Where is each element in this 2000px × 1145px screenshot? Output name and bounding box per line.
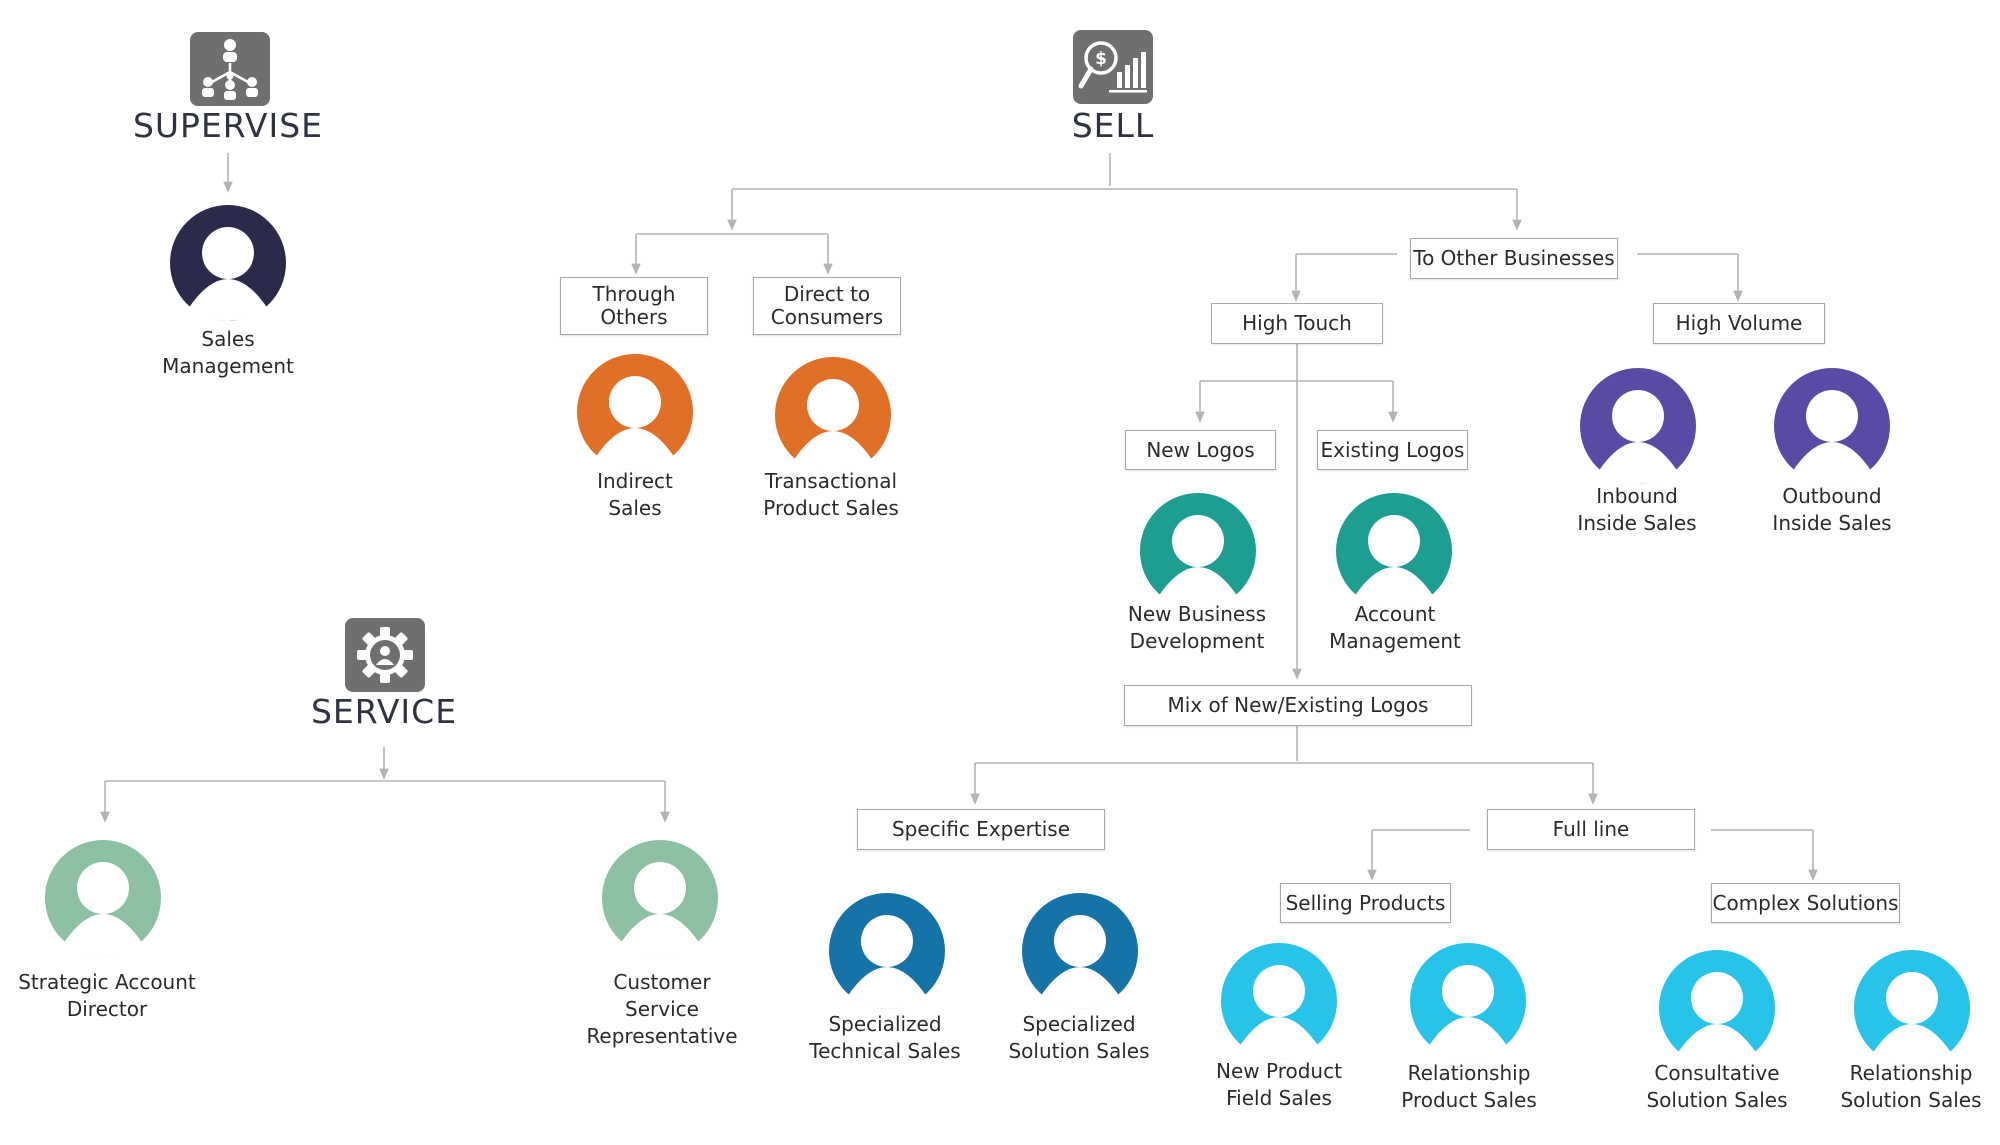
new-business-development-avatar-icon <box>1140 493 1256 609</box>
category-title-sell: SELL <box>1071 106 1155 145</box>
box-selling-products: Selling Products <box>1280 883 1451 923</box>
box-specific-expertise: Specific Expertise <box>857 809 1105 850</box>
customer-service-representative-avatar-icon <box>602 840 718 956</box>
sales-analysis-icon: $ <box>1073 30 1153 104</box>
box-existing-logos: Existing Logos <box>1317 430 1468 470</box>
new-product-field-sales-avatar-icon <box>1221 943 1337 1059</box>
indirect-sales-avatar-icon <box>577 354 693 470</box>
box-mix-logos: Mix of New/Existing Logos <box>1124 685 1472 726</box>
new-product-field-sales-label: New Product Field Sales <box>1216 1059 1342 1110</box>
transactional-product-sales-label: Transactional Product Sales <box>763 469 899 520</box>
strategic-account-director-avatar-icon <box>45 840 161 956</box>
specialized-solution-sales-label: Specialized Solution Sales <box>1008 1012 1150 1063</box>
inbound-inside-sales-avatar-icon <box>1580 368 1696 484</box>
category-title-service: SERVICE <box>310 692 458 731</box>
gear-person-icon <box>345 618 425 692</box>
account-management-avatar-icon <box>1336 493 1452 609</box>
box-to-other-businesses: To Other Businesses <box>1410 238 1618 279</box>
inbound-inside-sales-label: Inbound Inside Sales <box>1577 484 1697 535</box>
strategic-account-director-label: Strategic Account Director <box>18 970 196 1021</box>
indirect-sales-label: Indirect Sales <box>597 469 673 520</box>
customer-service-representative-label: Customer Service Representative <box>586 970 738 1048</box>
relationship-solution-sales-label: Relationship Solution Sales <box>1840 1061 1982 1112</box>
relationship-product-sales-label: Relationship Product Sales <box>1401 1061 1537 1112</box>
account-management-label: Account Management <box>1329 602 1461 653</box>
relationship-solution-sales-avatar-icon <box>1854 950 1970 1066</box>
box-direct-to-consumers: Direct to Consumers <box>753 277 901 335</box>
relationship-product-sales-avatar-icon <box>1410 943 1526 1059</box>
box-through-others: Through Others <box>560 277 708 335</box>
outbound-inside-sales-avatar-icon <box>1774 368 1890 484</box>
outbound-inside-sales-label: Outbound Inside Sales <box>1772 484 1892 535</box>
specialized-solution-sales-avatar-icon <box>1022 893 1138 1009</box>
new-business-development-label: New Business Development <box>1127 602 1267 653</box>
box-new-logos: New Logos <box>1125 430 1276 470</box>
svg-text:$: $ <box>1095 49 1107 69</box>
sales-management-label: Sales Management <box>162 327 294 378</box>
org-chart-icon <box>190 32 270 106</box>
box-high-volume: High Volume <box>1653 303 1825 344</box>
specialized-technical-sales-label: Specialized Technical Sales <box>809 1012 961 1063</box>
box-full-line: Full line <box>1487 809 1695 850</box>
box-high-touch: High Touch <box>1211 303 1383 344</box>
transactional-product-sales-avatar-icon <box>775 357 891 473</box>
specialized-technical-sales-avatar-icon <box>829 893 945 1009</box>
category-title-supervise: SUPERVISE <box>132 106 324 145</box>
consultative-solution-sales-avatar-icon <box>1659 950 1775 1066</box>
box-complex-solutions: Complex Solutions <box>1711 883 1900 923</box>
sales-management-avatar-icon <box>170 205 286 321</box>
consultative-solution-sales-label: Consultative Solution Sales <box>1646 1061 1788 1112</box>
